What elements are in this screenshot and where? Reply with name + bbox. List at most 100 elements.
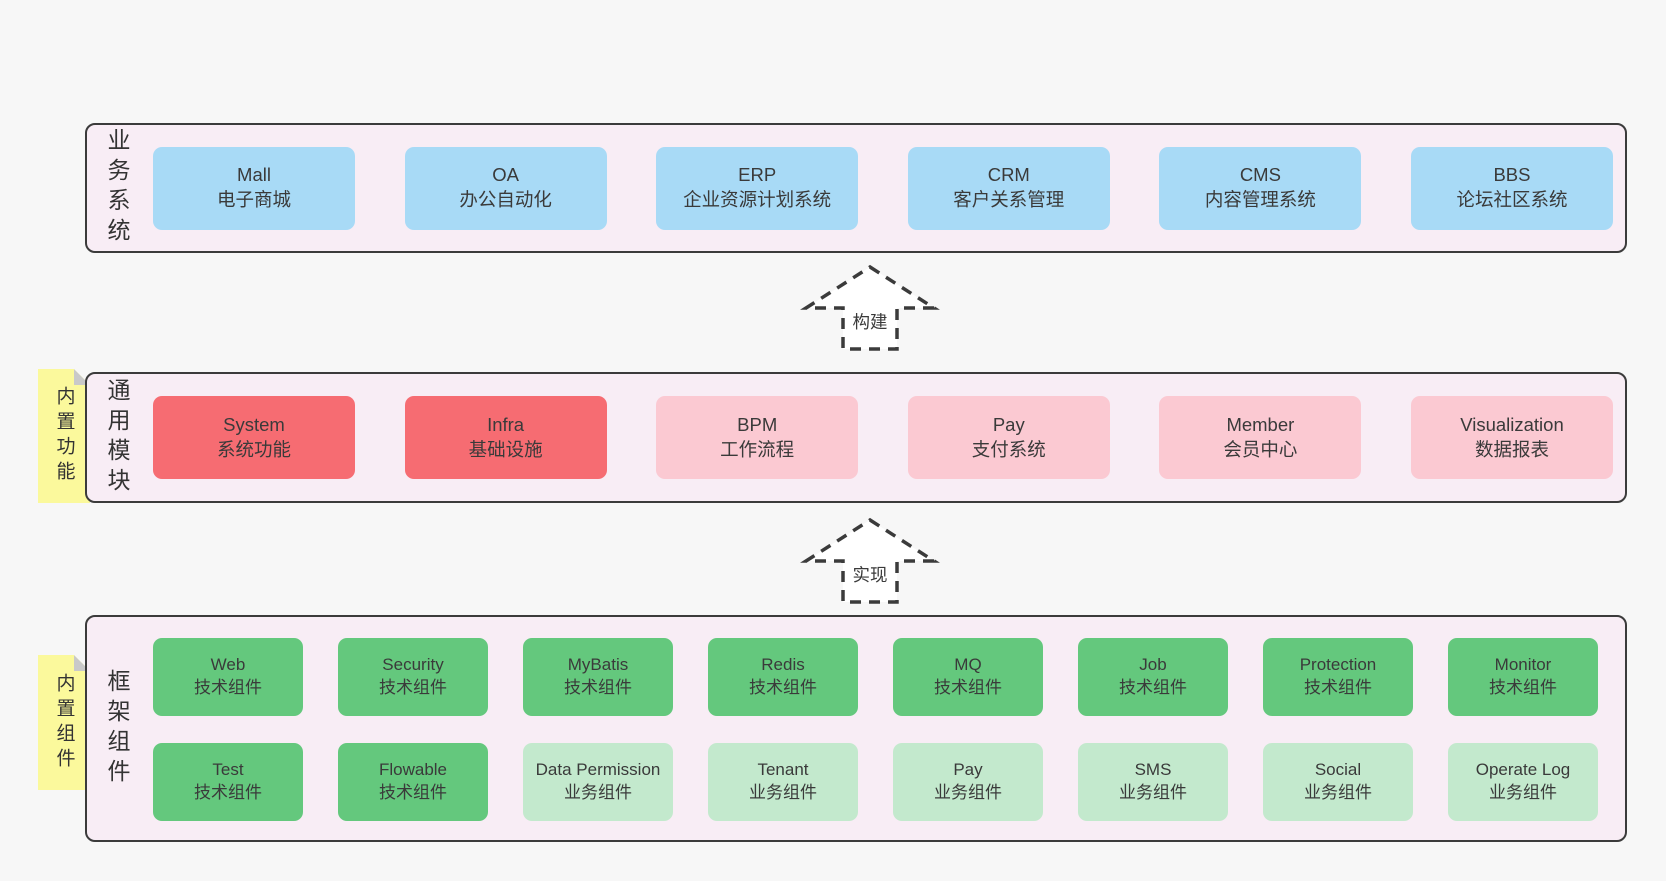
box-subtitle: 技术组件 <box>1119 678 1187 697</box>
box-subtitle: 业务组件 <box>1304 783 1372 802</box>
box-protection: Protection 技术组件 <box>1263 638 1413 716</box>
box-redis: Redis 技术组件 <box>708 638 858 716</box>
box-visualization: Visualization 数据报表 <box>1410 396 1613 479</box>
box-cms: CMS 内容管理系统 <box>1159 146 1362 230</box>
box-subtitle: 技术组件 <box>379 783 447 802</box>
box-flowable: Flowable 技术组件 <box>338 743 488 821</box>
box-title: Test <box>212 760 244 780</box>
arrow-label-build: 构建 <box>852 312 888 332</box>
layer-common-modules: 通用模块 System 系统功能 Infra 基础设施 BPM 工作流程 Pay 支付系统 Mem… <box>85 372 1627 503</box>
box-subtitle: 企业资源计划系统 <box>683 189 832 210</box>
arrow-build: 构建 <box>800 264 940 352</box>
box-subtitle: 技术组件 <box>934 678 1002 697</box>
up-arrow-icon <box>800 517 940 604</box>
box-subtitle: 业务组件 <box>934 783 1002 802</box>
box-title: Job <box>1139 655 1167 675</box>
layer-title-framework-components: 框架组件 <box>104 668 130 789</box>
up-arrow-icon <box>800 264 940 351</box>
box-title: SMS <box>1134 760 1172 780</box>
box-title: Pay <box>953 760 983 780</box>
box-system: System 系统功能 <box>153 396 355 479</box>
box-monitor: Monitor 技术组件 <box>1448 638 1598 716</box>
box-tenant: Tenant 业务组件 <box>708 743 858 821</box>
layer-title-common-modules: 通用模块 <box>104 377 130 498</box>
box-title: CMS <box>1239 164 1281 186</box>
box-mq: MQ 技术组件 <box>893 638 1043 716</box>
box-web: Web 技术组件 <box>153 638 303 716</box>
box-pay: Pay 支付系统 <box>907 396 1110 479</box>
box-oa: OA 办公自动化 <box>404 146 607 230</box>
box-subtitle: 技术组件 <box>1489 678 1557 697</box>
box-operate-log: Operate Log 业务组件 <box>1448 743 1598 821</box>
box-member: Member 会员中心 <box>1159 396 1362 479</box>
box-subtitle: 技术组件 <box>194 783 262 802</box>
box-title: Data Permission <box>535 760 661 780</box>
box-title: BPM <box>737 413 778 435</box>
box-title: Member <box>1226 413 1295 435</box>
layer-boxes: System 系统功能 Infra 基础设施 BPM 工作流程 Pay 支付系统 Member 会… <box>87 374 1625 501</box>
box-subtitle: 数据报表 <box>1474 438 1549 460</box>
box-title: Social <box>1314 760 1362 780</box>
box-title: Infra <box>487 413 525 435</box>
box-subtitle: 客户关系管理 <box>953 189 1065 210</box>
box-test: Test 技术组件 <box>153 743 303 821</box>
box-subtitle: 业务组件 <box>1489 783 1557 802</box>
arrow-implement: 实现 <box>800 517 940 605</box>
box-subtitle: 技术组件 <box>749 678 817 697</box>
box-title: Operate Log <box>1475 760 1571 780</box>
box-subtitle: 业务组件 <box>749 783 817 802</box>
box-mybatis: MyBatis 技术组件 <box>523 638 673 716</box>
box-subtitle: 论坛社区系统 <box>1456 189 1568 210</box>
box-subtitle: 技术组件 <box>1304 678 1372 697</box>
box-title: Security <box>382 655 444 675</box>
box-subtitle: 工作流程 <box>720 438 795 460</box>
box-data-permission: Data Permission 业务组件 <box>523 743 673 821</box>
box-subtitle: 会员中心 <box>1223 438 1298 460</box>
box-title: Mall <box>237 164 271 186</box>
box-title: Tenant <box>757 760 809 780</box>
sticky-note-framework-components: 内置组件 <box>38 655 90 790</box>
box-subtitle: 技术组件 <box>564 678 632 697</box>
box-subtitle: 业务组件 <box>564 783 632 802</box>
box-erp: ERP 企业资源计划系统 <box>656 146 859 230</box>
box-title: Protection <box>1299 655 1377 675</box>
box-title: System <box>223 413 285 435</box>
box-social: Social 业务组件 <box>1263 743 1413 821</box>
box-pay: Pay 业务组件 <box>893 743 1043 821</box>
sticky-note-common-modules: 内置功能 <box>38 369 90 503</box>
box-title: Redis <box>761 655 805 675</box>
box-title: Monitor <box>1494 655 1552 675</box>
box-subtitle: 内容管理系统 <box>1204 189 1316 210</box>
box-subtitle: 办公自动化 <box>459 189 552 210</box>
box-title: Web <box>210 655 246 675</box>
box-subtitle: 技术组件 <box>194 678 262 697</box>
box-title: Visualization <box>1460 413 1564 435</box>
box-subtitle: 系统功能 <box>216 438 291 460</box>
box-subtitle: 电子商城 <box>216 189 291 210</box>
box-title: ERP <box>738 164 777 186</box>
box-title: OA <box>492 164 519 186</box>
box-title: MQ <box>954 655 982 675</box>
sticky-note-label: 内置功能 <box>53 386 75 486</box>
arrow-label-implement: 实现 <box>852 565 888 585</box>
box-title: Flowable <box>378 760 448 780</box>
box-subtitle: 基础设施 <box>468 438 543 460</box>
box-mall: Mall 电子商城 <box>153 146 355 230</box>
sticky-note-label: 内置组件 <box>53 672 75 773</box>
layer-title-business-systems: 业务系统 <box>104 128 130 248</box>
box-subtitle: 支付系统 <box>971 438 1046 460</box>
box-bpm: BPM 工作流程 <box>656 396 859 479</box>
box-title: Pay <box>992 413 1025 435</box>
box-infra: Infra 基础设施 <box>404 396 607 479</box>
box-title: MyBatis <box>567 655 629 675</box>
